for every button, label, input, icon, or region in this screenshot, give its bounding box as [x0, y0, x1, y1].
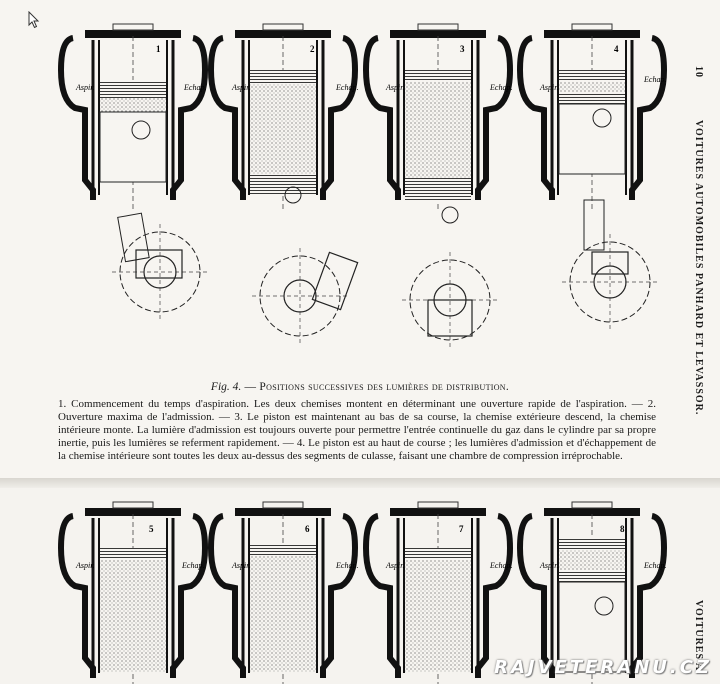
engine-diagram-4 — [520, 24, 664, 251]
exhaust-label-3: Echap. — [489, 83, 512, 92]
exhaust-label-1: Echap. — [183, 83, 206, 92]
exhaust-label-2: Echap. — [335, 83, 358, 92]
intake-label-3: Aspir. — [385, 83, 404, 92]
diagram-number-7: 7 — [459, 524, 464, 534]
exhaust-label-6: Echap. — [335, 561, 358, 570]
diagram-number-3: 3 — [460, 44, 465, 54]
figure-label: Fig. 4. — [210, 381, 242, 393]
figure-caption: Fig. 4. — Positions successives des lumi… — [0, 381, 720, 393]
diagram-number-8: 8 — [620, 524, 625, 534]
intake-label-8: Aspir. — [539, 561, 558, 570]
diagram-number-4: 4 — [614, 44, 619, 54]
diagram-number-5: 5 — [149, 524, 154, 534]
engine-diagram-2 — [211, 24, 355, 210]
figure-description: 1. Commencement du temps d'aspiration. L… — [58, 398, 656, 462]
intake-label-7: Aspir. — [385, 561, 404, 570]
engine-diagram-1 — [61, 24, 205, 263]
exhaust-label-5: Echap. — [181, 561, 204, 570]
engine-diagram-6 — [211, 502, 355, 684]
mouse-pointer-icon — [28, 11, 40, 29]
intake-label-6: Aspir. — [231, 561, 250, 570]
engine-diagram-3 — [366, 24, 510, 224]
engine-diagram-5 — [61, 502, 205, 684]
figure-title: — Positions successives des lumières de … — [241, 381, 510, 393]
diagram-number-6: 6 — [305, 524, 310, 534]
intake-label-5: Aspir. — [75, 561, 94, 570]
diagram-number-1: 1 — [156, 44, 161, 54]
engine-diagram-7 — [366, 502, 510, 684]
exhaust-label-4: Echap. — [643, 75, 666, 84]
exhaust-label-8: Echap. — [643, 561, 666, 570]
exhaust-label-7: Echap. — [489, 561, 512, 570]
page-fold — [0, 478, 720, 488]
running-head: VOITURES AUTOMOBILES PANHARD ET LEVASSOR… — [693, 120, 704, 416]
engine-diagram-8 — [520, 502, 664, 684]
page-number: 10 — [693, 66, 704, 78]
diagram-number-2: 2 — [310, 44, 315, 54]
intake-label-2: Aspir. — [231, 83, 250, 92]
intake-label-4: Aspir. — [539, 83, 558, 92]
intake-label-1: Aspir. — [75, 83, 94, 92]
watermark: RAJVETERANU.CZ — [494, 657, 712, 678]
